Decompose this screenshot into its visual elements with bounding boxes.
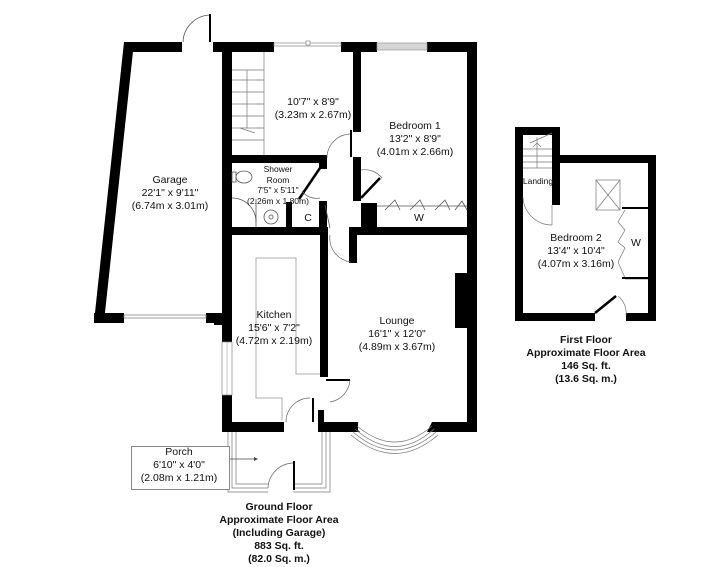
wardrobe-letter-first: W (631, 237, 641, 249)
bedroom2-label: Bedroom 2 13'4" x 10'4" (4.07m x 3.16m) (538, 232, 614, 271)
kitchen-name: Kitchen (256, 309, 292, 321)
landing-name: Landing (522, 176, 554, 186)
kitchen-worktop (255, 257, 320, 420)
hall-room-imperial: 10'7" x 8'9" (287, 96, 339, 108)
ground-floor-caption: Ground Floor Approximate Floor Area (Inc… (219, 501, 338, 566)
bay-window (350, 425, 439, 454)
bedroom2-metric: (4.07m x 3.16m) (537, 258, 615, 270)
stairs-ground (232, 52, 265, 155)
first-floor-area-label: Approximate Floor Area (526, 347, 646, 359)
garage-metric: (6.74m x 3.01m) (131, 200, 209, 212)
ground-floor-sqm: (82.0 Sq. m.) (248, 553, 310, 565)
cupboard-label: C (304, 212, 312, 225)
top-windows (273, 40, 428, 51)
porch-metric: (2.08m x 1.21m) (140, 472, 218, 484)
cupboard-letter: C (304, 212, 312, 224)
first-floor-caption: First Floor Approximate Floor Area 146 S… (526, 334, 645, 386)
ground-floor-area-label: Approximate Floor Area (219, 514, 339, 526)
shower-fixtures (231, 170, 279, 227)
kitchen-imperial: 15'6" x 7'2" (248, 322, 300, 334)
wardrobe-letter: W (414, 212, 424, 224)
shower-name-2: Room (266, 174, 290, 185)
bedroom1-name: Bedroom 1 (389, 120, 441, 132)
first-floor-sqft: 146 Sq. ft. (561, 360, 611, 372)
wardrobe-label-first: W (631, 237, 641, 250)
shower-imperial: 7'5" x 5'11" (257, 185, 299, 195)
lounge-metric: (4.89m x 3.67m) (358, 341, 436, 353)
hall-room-label: 10'7" x 8'9" (3.23m x 2.67m) (275, 96, 351, 122)
shower-metric: (2.26m x 1.80m) (247, 195, 309, 206)
wardrobe-label-ground: W (414, 212, 424, 225)
bedroom2-name: Bedroom 2 (550, 232, 602, 244)
landing-label: Landing (523, 176, 553, 187)
garage-imperial: 22'1" x 9'11" (141, 187, 199, 199)
ground-floor-title: Ground Floor (245, 501, 313, 513)
porch-callout-box (131, 446, 230, 490)
first-floor-sqm: (13.6 Sq. m.) (555, 373, 617, 385)
porch-name: Porch (165, 446, 193, 458)
house-walls (214, 42, 477, 432)
garage-door-swing (182, 14, 211, 43)
bedroom1-metric: (4.01m x 2.66m) (376, 146, 454, 158)
bedroom1-imperial: 13'2" x 8'9" (389, 133, 441, 145)
ground-floor-sqft: 883 Sq. ft. (254, 540, 304, 552)
lounge-imperial: 16'1" x 12'0" (368, 328, 426, 340)
porch-label: Porch 6'10" x 4'0" (2.08m x 1.21m) (141, 446, 217, 485)
wardrobe-doors-ground (377, 199, 468, 211)
first-floor-walls (515, 127, 656, 321)
bedroom2-imperial: 13'4" x 10'4" (547, 245, 605, 257)
kitchen-metric: (4.72m x 2.19m) (235, 335, 313, 347)
lounge-name: Lounge (379, 315, 415, 327)
garage-label: Garage 22'1" x 9'11" (6.74m x 3.01m) (132, 174, 208, 213)
porch-imperial: 6'10" x 4'0" (153, 459, 205, 471)
ground-floor-including: (Including Garage) (232, 527, 326, 539)
lounge-label: Lounge 16'1" x 12'0" (4.89m x 3.67m) (359, 315, 435, 354)
first-floor-title: First Floor (560, 334, 612, 346)
hall-room-metric: (3.23m x 2.67m) (274, 109, 352, 121)
porch-walls (227, 432, 331, 493)
shower-name-1: Shower (263, 164, 293, 174)
kitchen-label: Kitchen 15'6" x 7'2" (4.72m x 2.19m) (236, 309, 312, 348)
garage-name: Garage (152, 174, 188, 186)
shower-room-label: Shower Room 7'5" x 5'11" (2.26m x 1.80m) (247, 164, 309, 206)
bedroom1-label: Bedroom 1 13'2" x 8'9" (4.01m x 2.66m) (377, 120, 453, 159)
